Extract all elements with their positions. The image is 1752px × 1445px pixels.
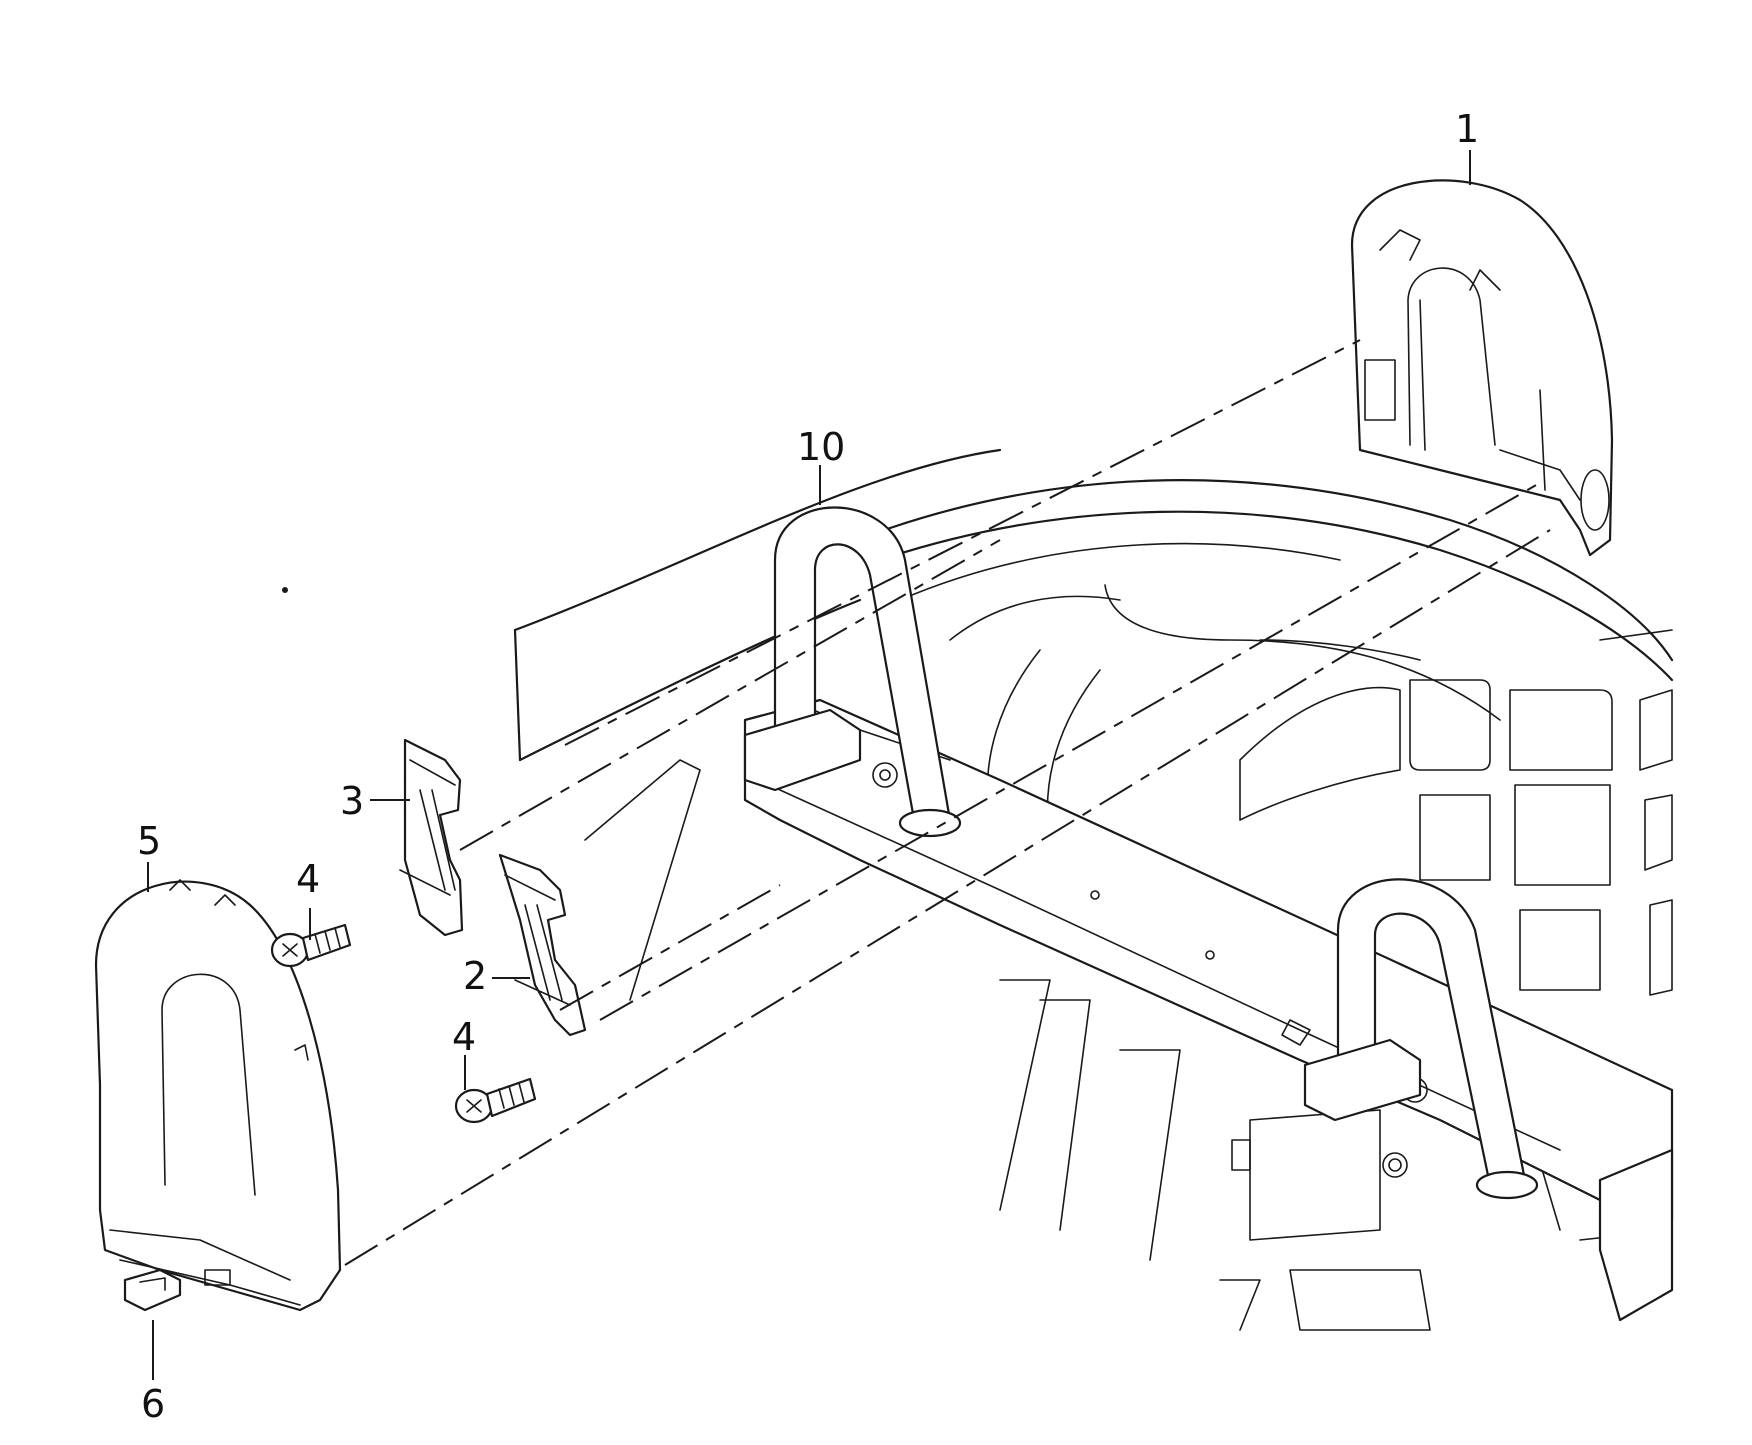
leader-lines: [147, 150, 1471, 1380]
callout-part-1: 1: [1455, 107, 1480, 151]
bracket-2: [498, 853, 587, 1037]
roll-bar-left: [743, 506, 962, 838]
assembly-lines: [344, 339, 1551, 1266]
callout-part-3: 3: [340, 779, 365, 823]
callout-part-6: 6: [141, 1382, 166, 1426]
callout-part-5: 5: [137, 819, 162, 863]
callout-part-4-lower: 4: [452, 1015, 477, 1059]
callout-part-2: 2: [463, 954, 488, 998]
screw-upper: [270, 923, 352, 968]
callout-part-10: 10: [797, 425, 846, 469]
trim-cover-right: [1350, 179, 1614, 557]
speck: [282, 587, 288, 593]
bracket-3: [399, 738, 464, 937]
cross-member: [743, 698, 1674, 1322]
roll-bar-right: [1303, 878, 1539, 1200]
screw-lower: [454, 1077, 537, 1124]
trim-cover-left: [94, 879, 342, 1312]
body-panel: [513, 448, 1674, 1331]
clip-6: [123, 1268, 182, 1312]
callout-part-4-upper: 4: [296, 857, 321, 901]
